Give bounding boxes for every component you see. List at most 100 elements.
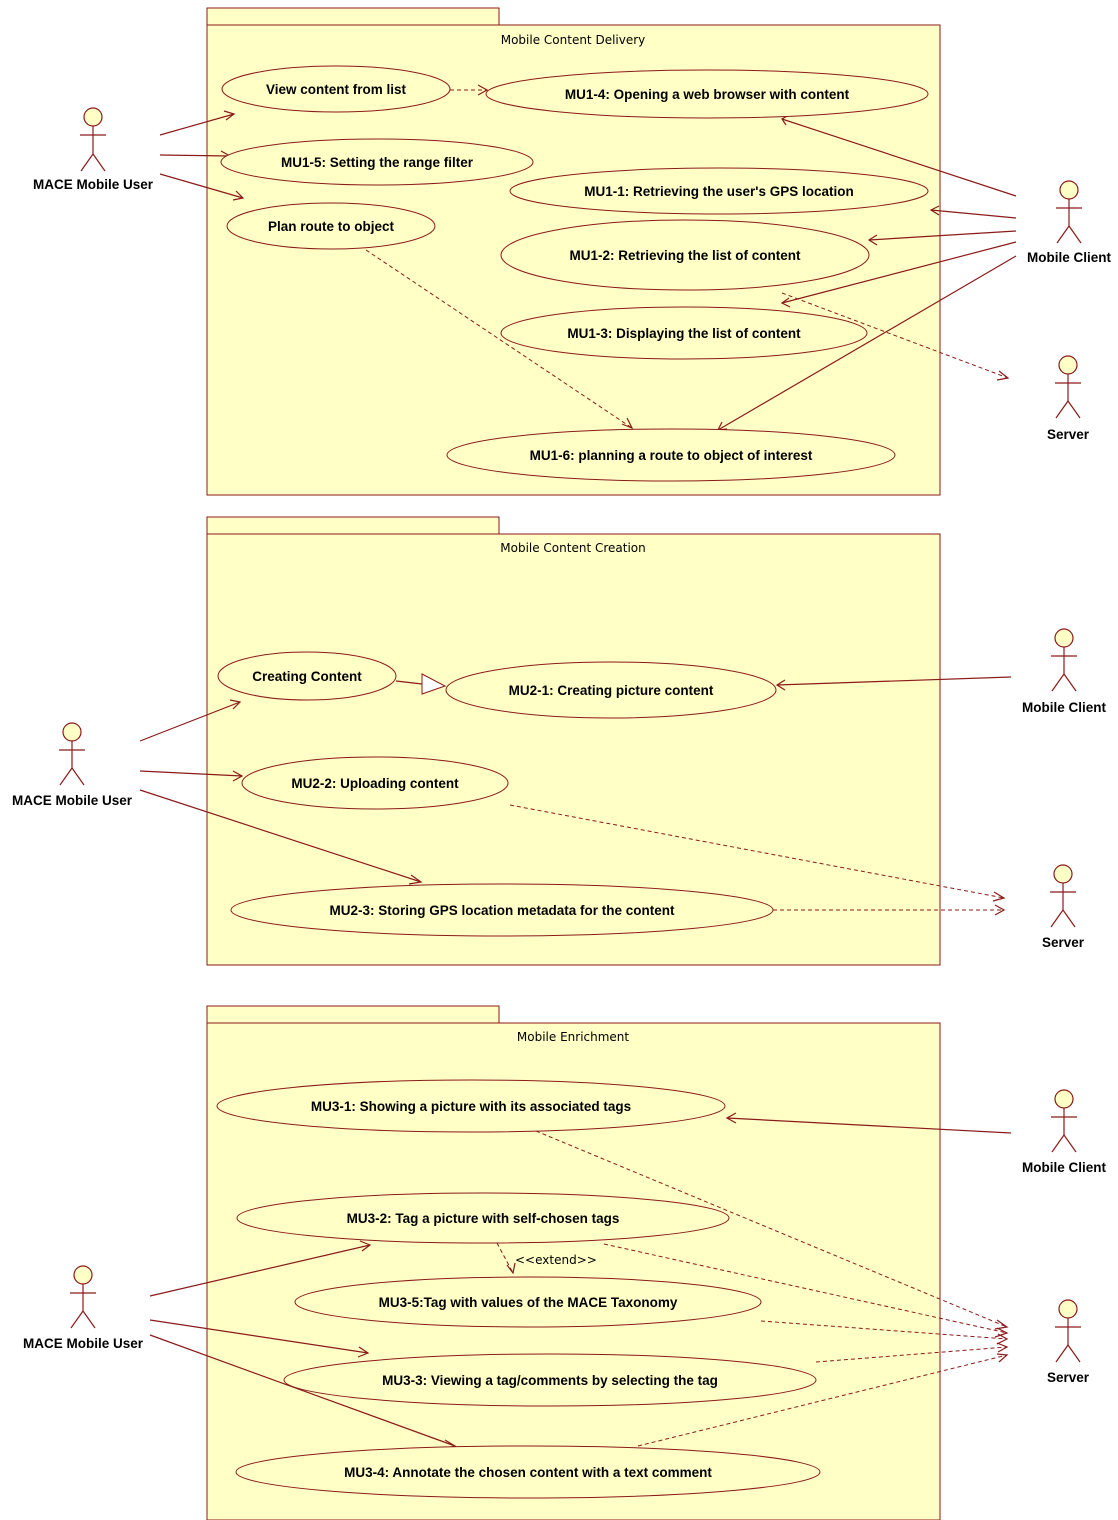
arrowhead <box>996 370 1010 381</box>
use-case-ellipse <box>230 883 774 937</box>
actor-icon <box>59 722 85 786</box>
actor-label: Mobile Client <box>1022 1160 1107 1175</box>
package-tab <box>206 1005 500 1024</box>
use-case-mu1-5[interactable]: MU1-5: Setting the range filter <box>220 138 534 186</box>
dependency-line <box>603 1243 1008 1334</box>
use-case-label: MU1-2: Retrieving the list of content <box>569 248 801 263</box>
actor-icon <box>80 107 106 172</box>
use-case-ellipse <box>509 167 929 215</box>
connectors-package-2 <box>139 673 1012 916</box>
use-case-mu2-3[interactable]: MU2-3: Storing GPS location metadata for… <box>230 883 774 937</box>
use-case-label: View content from list <box>266 82 407 97</box>
extend-stereotype: <<extend>> <box>515 1253 597 1267</box>
use-case-ellipse <box>283 1353 817 1407</box>
association-line <box>781 118 1017 197</box>
actor-mace-mobile-user[interactable]: MACE Mobile User <box>33 107 154 192</box>
actor-mobile-client[interactable]: Mobile Client <box>1022 628 1107 715</box>
use-case-label: MU1-3: Displaying the list of content <box>567 326 801 341</box>
association-line <box>868 230 1017 241</box>
arrowhead <box>621 417 634 430</box>
use-case-label: Plan route to object <box>268 219 395 234</box>
actor-icon <box>70 1265 96 1329</box>
arrowhead <box>232 190 245 201</box>
dependency-line <box>781 292 1009 379</box>
arrowhead <box>994 1327 1009 1338</box>
use-case-plan-route[interactable]: Plan route to object <box>226 202 436 250</box>
actor-server[interactable]: Server <box>1042 864 1085 950</box>
actor-icon <box>1051 1089 1077 1153</box>
use-case-mu1-6[interactable]: MU1-6: planning a route to object of int… <box>446 428 896 482</box>
association-line <box>139 789 422 883</box>
dependency-line <box>760 1320 1008 1340</box>
arrowhead <box>357 1346 370 1358</box>
actor-server[interactable]: Server <box>1047 1299 1090 1385</box>
arrowhead <box>996 1342 1009 1353</box>
use-case-mu2-1[interactable]: MU2-1: Creating picture content <box>445 661 777 719</box>
association-line <box>159 173 244 199</box>
actor-mace-mobile-user[interactable]: MACE Mobile User <box>12 722 133 808</box>
arrowhead <box>477 84 489 96</box>
use-case-mu3-1[interactable]: MU3-1: Showing a picture with its associ… <box>216 1079 726 1133</box>
actor-label: Server <box>1042 935 1085 950</box>
use-case-label: MU2-2: Uploading content <box>291 776 459 791</box>
arrowhead <box>996 1333 1009 1345</box>
use-case-label: MU1-4: Opening a web browser with conten… <box>565 87 850 102</box>
actor-mobile-client[interactable]: Mobile Client <box>1027 180 1112 265</box>
use-case-ellipse <box>217 651 397 701</box>
use-case-ellipse <box>221 65 451 113</box>
actor-mobile-client[interactable]: Mobile Client <box>1022 1089 1107 1175</box>
connectors-package-3: <<extend>> <box>149 1112 1012 1450</box>
actor-label: MACE Mobile User <box>33 177 154 192</box>
use-case-label: MU3-1: Showing a picture with its associ… <box>311 1099 631 1114</box>
package-title: Mobile Enrichment <box>517 1030 630 1044</box>
use-case-ellipse <box>236 1192 730 1244</box>
dependency-line <box>637 1354 1008 1447</box>
use-case-label: MU3-3: Viewing a tag/comments by selecti… <box>382 1373 718 1388</box>
use-case-label: MU1-5: Setting the range filter <box>281 155 474 170</box>
use-case-view-content-from-list[interactable]: View content from list <box>221 65 451 113</box>
use-case-ellipse <box>235 1445 821 1499</box>
use-case-label: MU2-3: Storing GPS location metadata for… <box>329 903 675 918</box>
arrowhead <box>725 1112 737 1124</box>
arrowhead <box>775 679 786 691</box>
use-case-label: MU3-4: Annotate the chosen content with … <box>344 1465 712 1480</box>
arrowhead <box>780 297 791 308</box>
use-case-mu1-1[interactable]: MU1-1: Retrieving the user's GPS locatio… <box>509 167 929 215</box>
actor-server[interactable]: Server <box>1047 355 1090 442</box>
use-case-ellipse <box>226 202 436 250</box>
generalization-line <box>395 680 423 685</box>
arrowhead <box>994 904 1006 916</box>
association-line <box>149 1319 369 1354</box>
association-line <box>781 241 1017 304</box>
use-case-mu1-2[interactable]: MU1-2: Retrieving the list of content <box>500 219 870 291</box>
actor-icon <box>1055 1299 1081 1363</box>
use-case-label: Creating Content <box>252 669 362 684</box>
arrowhead <box>929 205 940 216</box>
use-case-mu3-3[interactable]: MU3-3: Viewing a tag/comments by selecti… <box>283 1353 817 1407</box>
actor-label: Server <box>1047 427 1090 442</box>
use-case-mu3-4[interactable]: MU3-4: Annotate the chosen content with … <box>235 1445 821 1499</box>
actor-mace-mobile-user[interactable]: MACE Mobile User <box>23 1265 144 1351</box>
association-line <box>149 1334 456 1447</box>
package-tab <box>206 516 500 535</box>
use-case-label: MU3-5:Tag with values of the MACE Taxono… <box>379 1295 678 1310</box>
package-title: Mobile Content Creation <box>500 541 646 555</box>
use-case-mu2-2[interactable]: MU2-2: Uploading content <box>241 756 509 810</box>
use-case-mu1-3[interactable]: MU1-3: Displaying the list of content <box>500 306 868 360</box>
extend-line <box>496 1242 514 1274</box>
arrowhead <box>229 699 242 710</box>
use-case-mu3-5[interactable]: MU3-5:Tag with values of the MACE Taxono… <box>294 1276 762 1328</box>
use-case-ellipse <box>216 1079 726 1133</box>
use-case-ellipse <box>446 428 896 482</box>
use-case-ellipse <box>445 661 777 719</box>
use-case-mu3-2[interactable]: MU3-2: Tag a picture with self-chosen ta… <box>236 1192 730 1244</box>
association-line <box>726 1117 1012 1134</box>
use-case-creating-content[interactable]: Creating Content <box>217 651 397 701</box>
actor-icon <box>1056 180 1082 244</box>
arrowhead <box>506 1262 516 1275</box>
use-case-label: MU1-1: Retrieving the user's GPS locatio… <box>584 184 854 199</box>
use-case-ellipse <box>500 306 868 360</box>
use-case-mu1-4[interactable]: MU1-4: Opening a web browser with conten… <box>485 69 929 119</box>
use-case-ellipse <box>294 1276 762 1328</box>
use-case-ellipse <box>241 756 509 810</box>
